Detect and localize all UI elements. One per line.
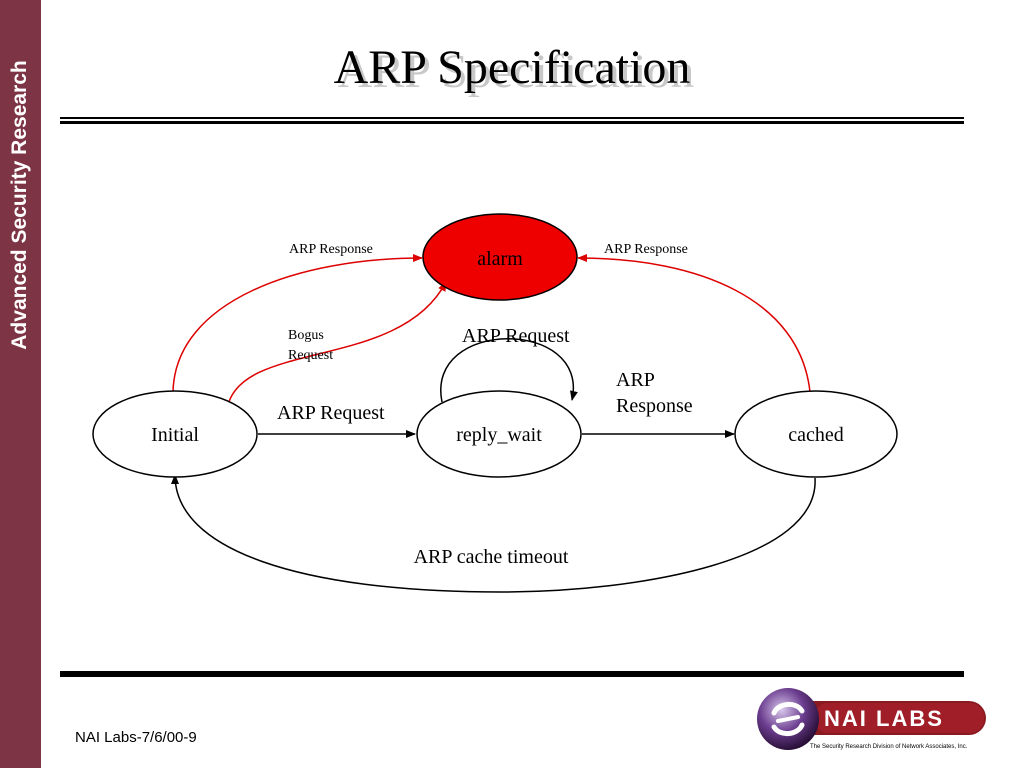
edge-label-reply-to-cached-1: ARP — [616, 369, 655, 391]
edge-label-bogus-2: Request — [288, 348, 333, 363]
slide-title: ARP Specification — [333, 41, 691, 94]
edge-cached-to-alarm — [577, 254, 811, 393]
state-alarm — [422, 213, 578, 301]
edge-label-self-loop: ARP Request — [462, 325, 570, 347]
state-initial — [92, 390, 258, 478]
state-initial-label: Initial — [151, 424, 199, 446]
edge-self-loop — [440, 338, 578, 403]
edge-initial-to-alarm — [172, 254, 423, 393]
title-rule-thin — [60, 117, 964, 119]
logo-tagline: The Security Research Division of Networ… — [810, 744, 968, 750]
logo-wordmark: NAI LABS — [824, 706, 944, 731]
edge-bogus-to-alarm — [227, 281, 447, 406]
state-reply-wait-label: reply_wait — [456, 424, 542, 446]
edge-label-cached-to-alarm: ARP Response — [604, 242, 688, 257]
nai-labs-logo: NAI LABS The Security Research Division … — [757, 688, 986, 750]
edge-cache-timeout — [171, 474, 816, 593]
state-cached-label: cached — [788, 424, 844, 446]
title-rule-thick — [60, 121, 964, 124]
edge-label-initial-to-reply-wait: ARP Request — [277, 402, 385, 424]
edge-label-bogus-1: Bogus — [288, 328, 324, 343]
state-reply-wait — [416, 390, 582, 478]
footer-rule — [60, 671, 964, 677]
edge-label-reply-to-cached-2: Response — [616, 395, 693, 417]
edge-label-initial-to-alarm: ARP Response — [289, 242, 373, 257]
edge-label-cache-timeout: ARP cache timeout — [414, 546, 569, 568]
footer-slide-id: NAI Labs-7/6/00-9 — [75, 729, 197, 746]
state-alarm-label: alarm — [477, 248, 523, 270]
sidebar-band: Advanced Security Research — [0, 0, 41, 768]
state-cached — [734, 390, 898, 478]
